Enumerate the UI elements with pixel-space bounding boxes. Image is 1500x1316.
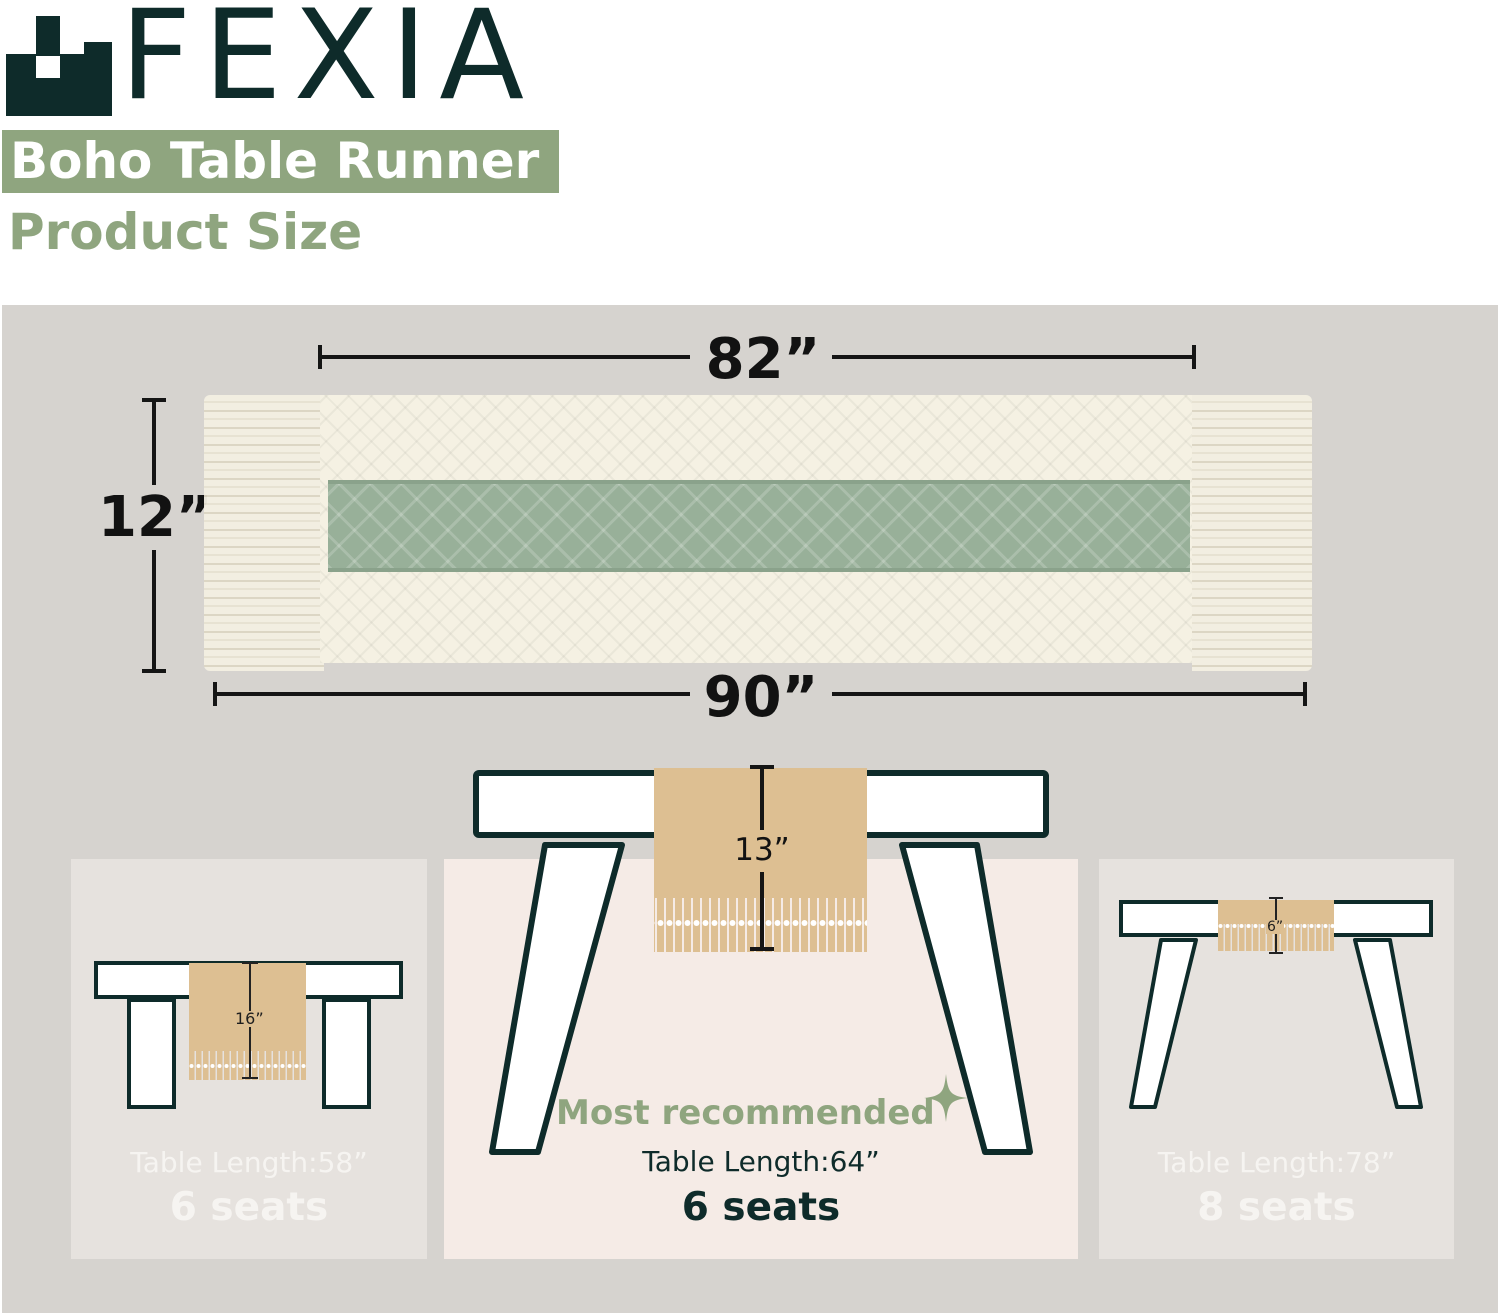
table-length-78: Table Length:78” — [1157, 1146, 1396, 1179]
runner-fringe-right — [1192, 395, 1312, 671]
runner-fringe-left — [204, 395, 324, 671]
drape-label-78: 6” — [1266, 919, 1285, 935]
sparkle-icon — [924, 1074, 968, 1122]
drape-label-64: 13” — [730, 835, 794, 866]
runner-sage-stripe — [328, 480, 1190, 572]
drape-label-58: 16” — [233, 1009, 266, 1028]
table-64-drawing — [473, 765, 1049, 1155]
runner-width-label: 12” — [98, 485, 213, 550]
logo-mark-icon — [6, 16, 112, 116]
table-58-drawing — [94, 961, 403, 1109]
runner-length-label: 82” — [705, 327, 821, 392]
runner-total-length-label: 90” — [703, 665, 819, 730]
brand-name: FEXIA — [120, 0, 537, 128]
table-length-64: Table Length:64” — [642, 1145, 880, 1178]
section-subtitle: Product Size — [8, 203, 363, 261]
table-length-58: Table Length:58” — [130, 1146, 368, 1179]
seats-78: 8 seats — [1197, 1185, 1356, 1230]
seats-58: 6 seats — [169, 1185, 329, 1230]
seats-64: 6 seats — [681, 1185, 841, 1230]
product-name-banner: Boho Table Runner — [2, 130, 559, 193]
most-recommended-label: Most recommended — [556, 1093, 935, 1133]
